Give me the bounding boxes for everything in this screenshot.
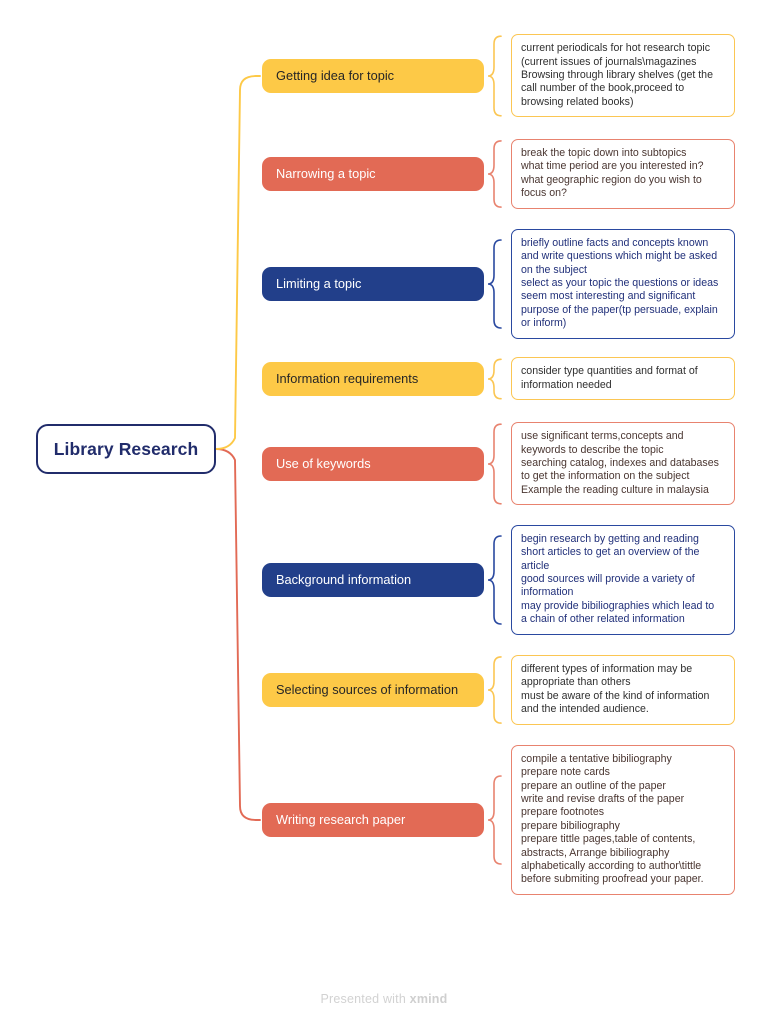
branch-node[interactable]: Use of keywords [262,447,484,481]
detail-line: break the topic down into subtopics [521,146,687,159]
branch-node[interactable]: Information requirements [262,362,484,396]
detail-line: information needed [521,378,612,391]
branch-node[interactable]: Narrowing a topic [262,157,484,191]
detail-line: purpose of the paper(tp persuade, explai… [521,303,718,316]
detail-line: and write questions which might be asked [521,250,718,263]
detail-box[interactable]: briefly outline facts and concepts known… [511,228,735,339]
branch-node-label: Selecting sources of information [276,682,459,698]
detail-line: write and revise drafts of the paper [521,792,685,805]
detail-line: before submiting proofread your paper. [521,873,704,886]
branch-node[interactable]: Limiting a topic [262,267,484,301]
branch-node-label: Use of keywords [276,456,371,472]
detail-line: appropriate than others [521,676,631,689]
detail-line: to get the information on the subject [521,470,690,483]
brace-connector [487,239,502,329]
detail-line: begin research by getting and reading [521,532,699,545]
detail-line: current periodicals for hot research top… [521,42,711,55]
detail-line: short articles to get an overview of the [521,546,700,559]
branch-node-label: Limiting a topic [276,276,362,292]
detail-line: what geographic region do you wish to [521,173,702,186]
detail-line: on the subject [521,263,587,276]
branch-node-label: Background information [276,572,412,588]
detail-line: use significant terms,concepts and [521,430,684,443]
branch-node-label: Narrowing a topic [276,166,376,182]
detail-line: prepare tittle pages,table of contents, [521,833,696,846]
detail-line: keywords to describe the topic [521,443,664,456]
branch-node[interactable]: Writing research paper [262,803,484,837]
detail-line: prepare bibiliography [521,819,620,832]
detail-line: article [521,559,550,572]
detail-line: prepare an outline of the paper [521,779,666,792]
brace-connector [487,35,502,117]
detail-line: seem most interesting and significant [521,290,696,303]
detail-line: prepare footnotes [521,806,605,819]
root-node-label: Library Research [53,438,199,459]
root-node[interactable]: Library Research [36,424,216,474]
detail-box[interactable]: current periodicals for hot research top… [511,34,735,118]
detail-line: compile a tentative bibiliography [521,752,672,765]
detail-line: good sources will provide a variety of [521,573,695,586]
detail-line: must be aware of the kind of information [521,689,710,702]
detail-line: briefly outline facts and concepts known [521,236,709,249]
detail-line: consider type quantities and format of [521,365,698,378]
trunk-connector [215,75,261,450]
detail-line: what time period are you interested in? [521,160,704,173]
branch-node[interactable]: Background information [262,563,484,597]
brace-connector [487,535,502,625]
detail-line: Example the reading culture in malaysia [521,483,709,496]
detail-line: browsing related books) [521,95,634,108]
detail-line: information [521,586,574,599]
detail-line: select as your topic the questions or id… [521,277,719,290]
branch-node-label: Getting idea for topic [276,68,395,84]
detail-line: or inform) [521,317,567,330]
branch-node[interactable]: Selecting sources of information [262,673,484,707]
detail-line: a chain of other related information [521,613,685,626]
detail-line: prepare note cards [521,766,610,779]
trunk-connector [215,448,261,821]
brace-connector [487,775,502,865]
detail-line: abstracts, Arrange bibiliography [521,846,670,859]
detail-line: Browsing through library shelves (get th… [521,69,713,81]
detail-line: searching catalog, indexes and databases [521,457,719,469]
branch-node[interactable]: Getting idea for topic [262,59,484,93]
branch-node-label: Writing research paper [276,812,406,828]
detail-line: (current issues of journals\magazines [521,55,697,68]
detail-line: may provide bibiliographies which lead t… [521,599,715,612]
branch-node-label: Information requirements [276,371,419,387]
brace-connector [487,656,502,724]
detail-line: and the intended audience. [521,703,649,716]
brace-connector [487,140,502,208]
detail-line: different types of information may be [521,662,693,675]
footer-brand: xmind [409,992,448,1006]
detail-line: focus on? [521,187,567,200]
footer-watermark: Presented with xmind [0,992,768,1006]
brace-connector [487,423,502,505]
brace-connector [487,358,502,400]
footer-prefix: Presented with [320,992,410,1006]
detail-line: alphabetically according to author\tittl… [521,859,702,872]
detail-line: call number of the book,proceed to [521,82,685,95]
